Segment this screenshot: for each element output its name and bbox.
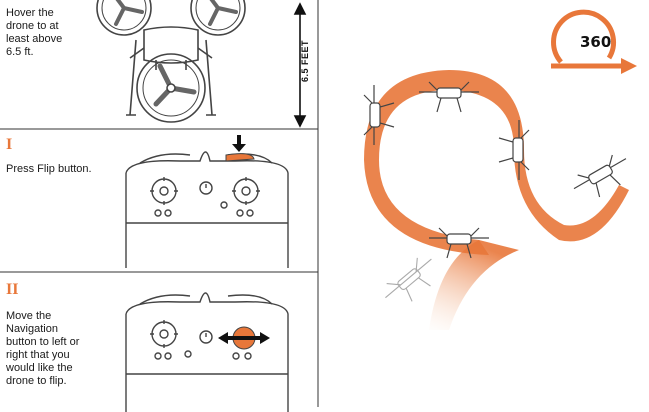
height-label: 6.5 FEET <box>300 39 310 82</box>
flip-badge-icon <box>551 9 637 74</box>
left-right-arrow-icon <box>218 332 270 344</box>
drone-top-view-icon <box>96 0 307 128</box>
step2-line: Press Flip button. <box>6 163 92 175</box>
step3-text: Move the Navigation button to left or ri… <box>6 310 79 388</box>
step1-line: Hover the <box>6 7 54 19</box>
controller-navigation-button <box>125 292 289 412</box>
controller-flip-button <box>125 135 289 268</box>
step2-text: Press Flip button. <box>6 163 92 176</box>
step3-numeral: II <box>6 281 19 298</box>
step2-numeral: I <box>6 136 13 153</box>
flip-illustration <box>363 9 637 330</box>
step3-line: Navigation <box>6 323 58 335</box>
step3-line: Move the <box>6 310 52 322</box>
step1-line: drone to at <box>6 20 59 32</box>
step3-line: would like the <box>6 362 73 374</box>
step1-line: least above <box>6 33 63 45</box>
step3-line: right that you <box>6 349 70 361</box>
flip-badge-text: 360 <box>580 33 612 51</box>
step1-line: 6.5 ft. <box>6 46 34 58</box>
step3-line: drone to flip. <box>6 375 67 387</box>
step1-text: Hover the drone to at least above 6.5 ft… <box>6 7 62 59</box>
step3-line: button to left or <box>6 336 80 348</box>
